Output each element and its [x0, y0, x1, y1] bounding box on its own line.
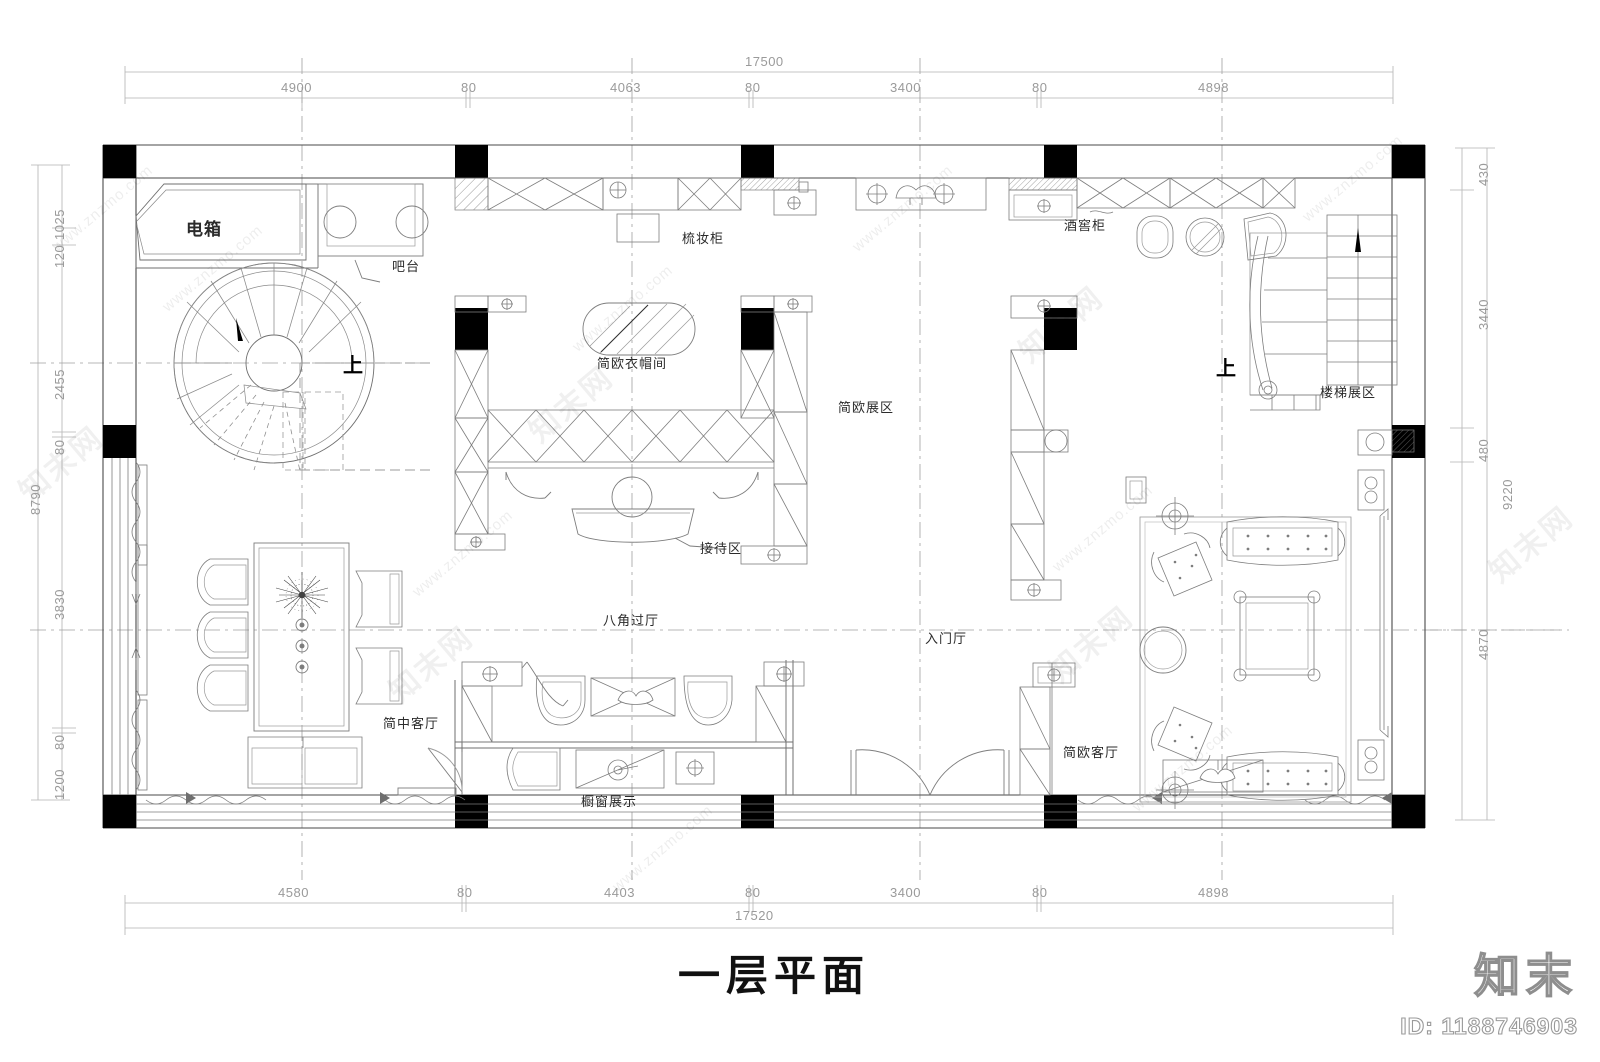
left-wall-windows	[111, 458, 148, 795]
left-dimension-lines	[31, 164, 76, 801]
right-wall-fixtures	[1357, 429, 1393, 781]
brand-id: ID: 1188746903	[1400, 1012, 1578, 1039]
dim-right-3: 480	[1476, 438, 1491, 462]
hatched-wall-segments	[454, 177, 1415, 453]
spiral-staircase-left	[173, 262, 430, 472]
dim-top-7: 4898	[1198, 80, 1229, 95]
central-display-band	[487, 409, 775, 469]
top-cabinet-run	[317, 177, 1296, 283]
dim-left-5: 3830	[52, 589, 67, 620]
cloakroom-central-display	[454, 295, 813, 565]
entry-double-door	[850, 749, 1010, 796]
dim-bottom-total: 17520	[735, 908, 774, 923]
dim-right-1: 430	[1476, 162, 1491, 186]
dim-bottom-6: 80	[1032, 885, 1048, 900]
dim-right-total: 9220	[1500, 479, 1515, 510]
round-table-and-chairs	[1136, 212, 1287, 261]
euro-living-furniture	[1139, 497, 1352, 809]
top-dimension-lines	[124, 66, 1394, 108]
right-tall-cabinet-column	[1010, 295, 1078, 601]
dim-top-4: 80	[745, 80, 761, 95]
exterior-walls	[102, 144, 1426, 829]
label-window-display: 橱窗展示	[581, 795, 638, 810]
label-octagon-hall: 八角过厅	[603, 614, 660, 629]
dim-bottom-1: 4580	[278, 885, 309, 900]
chinese-living-furniture	[197, 542, 403, 789]
label-up-left: 上	[343, 353, 363, 377]
dim-top-6: 80	[1032, 80, 1048, 95]
dim-bottom-5: 3400	[890, 885, 921, 900]
structural-columns	[103, 145, 1425, 828]
dim-right-2: 3440	[1476, 299, 1491, 330]
dim-bottom-3: 4403	[604, 885, 635, 900]
right-staircase-zone	[1136, 212, 1398, 411]
dim-left-7: 1200	[52, 769, 67, 800]
dim-bottom-4: 80	[745, 885, 761, 900]
brand-logo: 知末	[1473, 948, 1578, 1004]
dim-top-1: 4900	[281, 80, 312, 95]
label-stair-display-zone: 楼梯展区	[1320, 386, 1377, 401]
reception-desk	[571, 476, 719, 549]
drawing-title: 一层平面	[678, 951, 871, 1000]
center-island-cabinet	[855, 177, 987, 211]
label-dressing-cabinet: 梳妆柜	[682, 232, 725, 247]
right-dimension-lines	[1450, 147, 1495, 821]
label-reception-zone: 接待区	[700, 542, 743, 557]
dim-left-6: 80	[52, 734, 67, 750]
bottom-dimension-lines	[124, 885, 1394, 935]
dim-left-2: 120	[52, 244, 67, 268]
label-cloakroom: 简欧衣帽间	[597, 357, 668, 372]
label-wine-cabinet: 酒窖柜	[1064, 219, 1107, 234]
electrical-box-room	[135, 183, 319, 269]
label-euro-display-zone: 简欧展区	[838, 401, 895, 416]
label-entry-hall: 入门厅	[925, 632, 968, 647]
dim-top-total: 17500	[745, 54, 784, 69]
label-euro-living: 简欧客厅	[1063, 746, 1120, 761]
label-up-right: 上	[1216, 356, 1236, 380]
label-bar-counter: 吧台	[392, 260, 421, 275]
dim-right-4: 4870	[1476, 629, 1491, 660]
grid-axis-lines	[30, 58, 1560, 880]
bottom-wall-windows	[136, 792, 1392, 821]
dim-top-3: 4063	[610, 80, 641, 95]
dim-left-1: 1025	[52, 209, 67, 240]
lower-right-cabinet-column	[1019, 662, 1076, 796]
dim-bottom-7: 4898	[1198, 885, 1229, 900]
label-electrical-box: 电箱	[186, 220, 222, 240]
dim-left-3: 2455	[52, 369, 67, 400]
window-display-zone	[397, 660, 805, 796]
dim-left-total: 8790	[28, 484, 43, 515]
dim-top-2: 80	[461, 80, 477, 95]
dim-bottom-2: 80	[457, 885, 473, 900]
dim-top-5: 3400	[890, 80, 921, 95]
label-chinese-living: 简中客厅	[383, 717, 440, 732]
dim-left-4: 80	[52, 439, 67, 455]
